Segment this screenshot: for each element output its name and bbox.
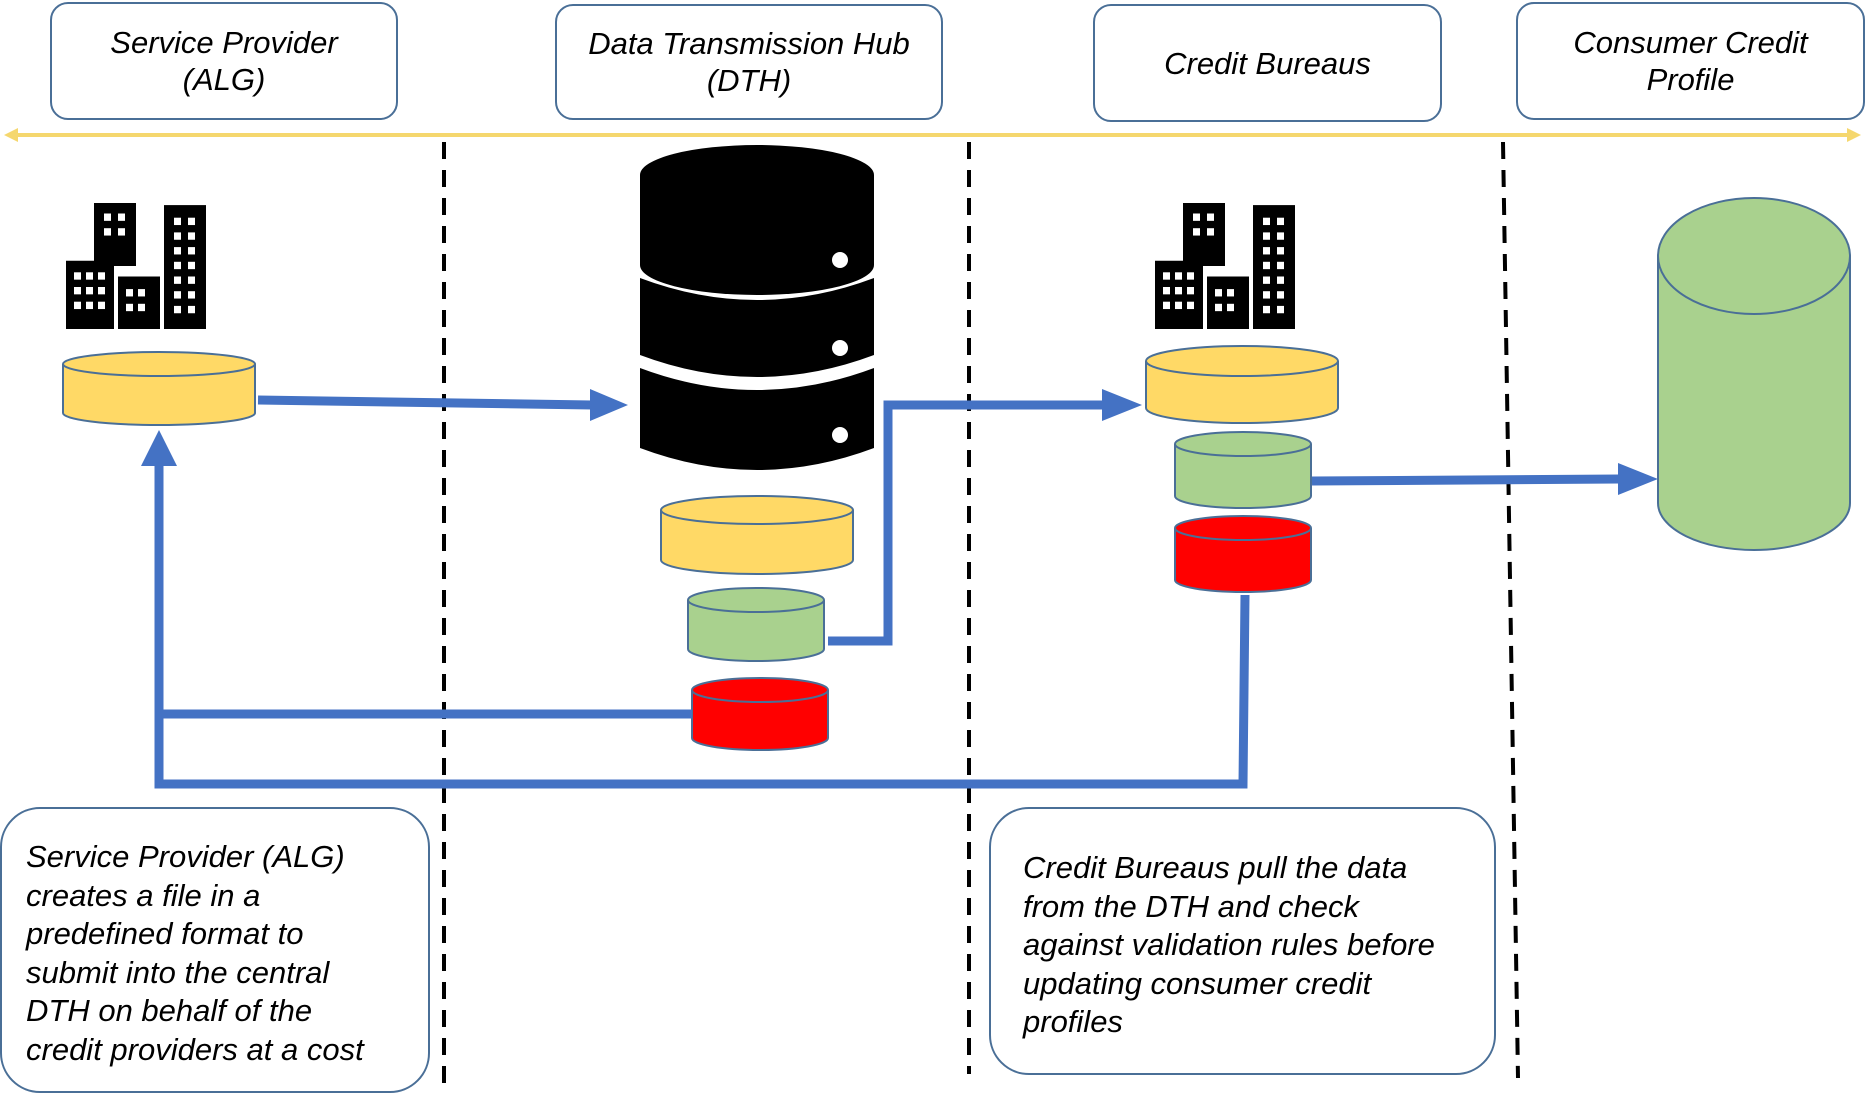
- lane-divider-3: [1501, 141, 1520, 1079]
- cylinder-icon: [687, 587, 825, 662]
- lane-header-credit-bureaus: Credit Bureaus: [1093, 4, 1442, 122]
- lane-header-service-provider: Service Provider (ALG): [50, 2, 398, 120]
- lane-dividers: [442, 141, 1520, 1094]
- cylinder-icon: [1174, 431, 1312, 509]
- flow-arrow-cb-reject-to-alg: [154, 462, 1250, 789]
- cylinder-icon: [691, 677, 829, 751]
- cylinder-icon: [1174, 515, 1312, 593]
- database-server-icon: [640, 145, 874, 470]
- flow-arrow-head: [1102, 389, 1142, 421]
- flow-arrow-cb-to-profile: [1311, 474, 1621, 486]
- data-cylinders: [62, 197, 1851, 751]
- flow-arrow-head: [1618, 463, 1658, 495]
- flow-arrow-dth-to-cb: [828, 400, 1104, 646]
- building-icon: [1155, 203, 1295, 329]
- lane-header-dth: Data Transmission Hub (DTH): [555, 4, 943, 120]
- building-icon: [66, 203, 206, 329]
- timeline-arrow: [4, 128, 1861, 142]
- flow-arrow-head: [590, 389, 628, 421]
- flow-arrow-head: [141, 430, 177, 466]
- cylinder-icon: [1145, 345, 1339, 424]
- cylinder-icon: [660, 495, 854, 575]
- consumer-profile-cylinder-icon: [1657, 197, 1851, 551]
- lane-header-consumer-credit-profile: Consumer Credit Profile: [1516, 2, 1865, 120]
- flow-arrows: [141, 389, 1658, 789]
- note-credit-bureaus: Credit Bureaus pull the data from the DT…: [989, 807, 1496, 1075]
- flow-arrow-alg-to-dth: [257, 395, 593, 410]
- cylinder-icon: [62, 351, 256, 426]
- note-service-provider: Service Provider (ALG) creates a file in…: [0, 807, 430, 1093]
